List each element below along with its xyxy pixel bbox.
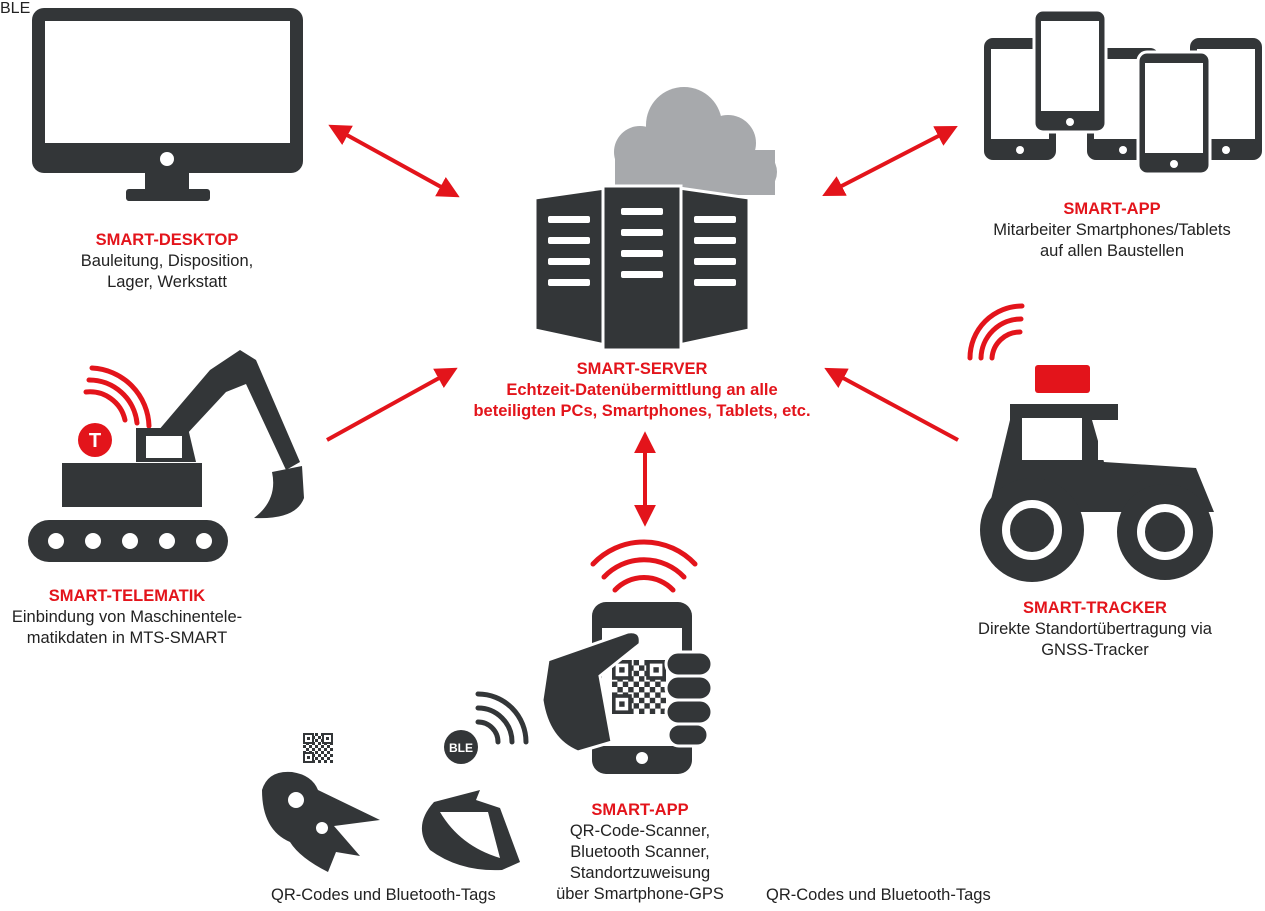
server-cloud-icon bbox=[533, 87, 777, 352]
node-line: Einbindung von Maschinentele- bbox=[11, 608, 243, 626]
label-smart-app-top: SMART-APP Mitarbeiter Smartphones/Tablet… bbox=[962, 199, 1262, 262]
excavator-bucket-icon bbox=[421, 790, 520, 871]
node-title: SMART-TRACKER bbox=[1023, 599, 1167, 617]
node-line: Bauleitung, Disposition, bbox=[80, 252, 254, 270]
node-line: matikdaten in MTS-SMART bbox=[26, 629, 228, 647]
ble-tag-icon-left: BLE bbox=[444, 691, 529, 764]
arrow-tracker-server bbox=[824, 367, 959, 442]
arrow-telematik-server bbox=[326, 367, 458, 442]
label-smart-tracker: SMART-TRACKER Direkte Standortübertragun… bbox=[950, 598, 1240, 661]
smartphones-icon bbox=[984, 8, 1262, 176]
node-line: QR-Code-Scanner, bbox=[569, 822, 711, 840]
node-line: auf allen Baustellen bbox=[1039, 242, 1185, 260]
road-roller-icon bbox=[967, 303, 1214, 582]
label-smart-server: SMART-SERVER Echtzeit-Datenübermittlung … bbox=[420, 359, 864, 422]
arrow-desktop-server bbox=[328, 124, 460, 198]
node-line: Direkte Standortübertragung via bbox=[978, 620, 1212, 638]
node-line: Bluetooth Scanner, bbox=[570, 843, 710, 861]
monitor-icon bbox=[32, 8, 303, 201]
node-line: Mitarbeiter Smartphones/Tablets bbox=[993, 221, 1231, 239]
node-line: Standortzuweisung bbox=[569, 864, 711, 882]
label-smart-desktop: SMART-DESKTOP Bauleitung, Disposition, L… bbox=[62, 230, 272, 293]
arrow-app-server bbox=[822, 125, 958, 197]
telematik-badge: T bbox=[89, 430, 101, 452]
node-line: über Smartphone-GPS bbox=[556, 885, 724, 903]
node-title: SMART-APP bbox=[1063, 200, 1161, 218]
ble-tag-icon-right: BLE bbox=[0, 0, 30, 17]
server-line: beteiligten PCs, Smartphones, Tablets, e… bbox=[473, 402, 811, 420]
node-line: GNSS-Tracker bbox=[1041, 641, 1149, 659]
server-line: Echtzeit-Datenübermittlung an alle bbox=[506, 381, 778, 399]
excavator-icon: T bbox=[28, 350, 304, 562]
qr-tag-icon-left bbox=[303, 733, 333, 763]
node-title: SMART-TELEMATIK bbox=[48, 587, 206, 605]
hand-phone-qr-icon bbox=[540, 539, 714, 774]
caption-tags-right: QR-Codes und Bluetooth-Tags bbox=[766, 886, 991, 904]
ble-label-right: BLE bbox=[0, 0, 31, 17]
node-title: SMART-DESKTOP bbox=[95, 231, 239, 249]
caption-tags-left: QR-Codes und Bluetooth-Tags bbox=[271, 886, 496, 904]
server-title: SMART-SERVER bbox=[576, 360, 708, 378]
demolition-shear-icon bbox=[262, 771, 380, 872]
node-line: Lager, Werkstatt bbox=[107, 273, 227, 291]
label-smart-app-bottom: SMART-APP QR-Code-Scanner, Bluetooth Sca… bbox=[540, 800, 740, 905]
label-smart-telematik: SMART-TELEMATIK Einbindung von Maschinen… bbox=[0, 586, 254, 649]
ble-label-left: BLE bbox=[449, 741, 473, 755]
node-title: SMART-APP bbox=[591, 801, 689, 819]
